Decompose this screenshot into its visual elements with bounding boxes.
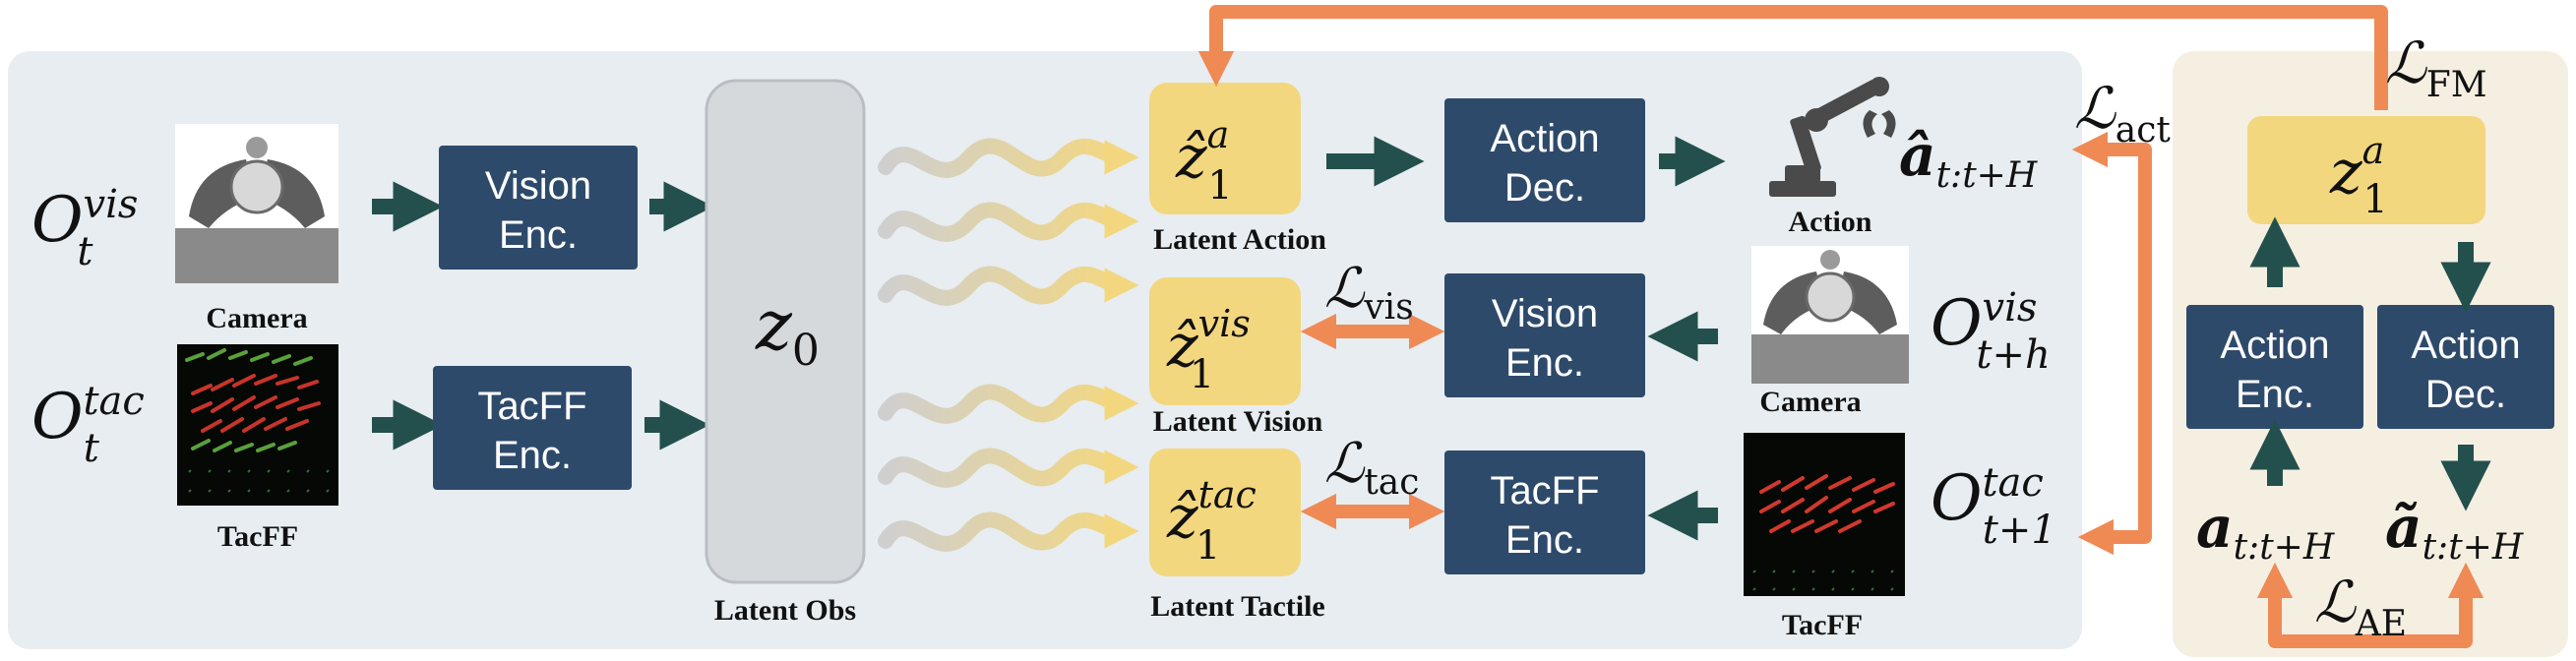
camera-image [175,124,338,283]
right-action-decoder-box: Action Dec. [2377,305,2554,429]
arrow-loss-fm [1197,5,2388,110]
tacff-image-future [1744,433,1905,596]
camera-image-future [1751,246,1909,384]
action-hat-label: ât:t+H [1899,122,2038,196]
loss-act-label: ℒact [2074,75,2171,150]
loss-tac-label: ℒtac [1324,432,1419,503]
svg-text:Action: Action [1490,117,1599,160]
latent-tactile-caption: Latent Tactile [1150,590,1325,623]
svg-text:Dec.: Dec. [2425,373,2506,416]
vision-encoder-box-future: Vision Enc. [1444,273,1645,397]
tacff-image [177,344,338,506]
tacff-caption-future: TacFF [1782,609,1863,641]
robot-arm-icon [1769,77,1896,197]
tacff-encoder-box-future: TacFF Enc. [1444,451,1645,574]
svg-text:Enc.: Enc. [499,213,578,257]
camera-caption-future: Camera [1759,386,1861,418]
svg-text:Dec.: Dec. [1504,166,1585,210]
tacff-caption: TacFF [217,520,298,553]
svg-text:ẑa1: ẑa1 [1175,113,1233,209]
latent-obs-box [705,79,866,584]
svg-text:Action: Action [2411,324,2520,367]
action-decoder-box: Action Dec. [1444,98,1645,222]
action-caption: Action [1789,206,1872,238]
loss-fm-label: ℒFM [2385,30,2487,105]
latent-obs-symbol: z0 [755,285,820,376]
svg-text:Enc.: Enc. [493,434,572,477]
arrow-loss-act [2071,131,2152,556]
vision-encoder-box: Vision Enc. [439,146,638,270]
svg-text:Enc.: Enc. [1505,341,1584,385]
latent-obs-caption: Latent Obs [714,594,856,627]
right-latent-box [2247,116,2485,224]
latent-vision-caption: Latent Vision [1153,405,1323,438]
svg-text:Action: Action [2220,324,2329,367]
latent-action-caption: Latent Action [1153,223,1326,256]
svg-text:Vision: Vision [1492,292,1598,335]
svg-text:TacFF: TacFF [1490,469,1599,512]
svg-text:Vision: Vision [485,164,591,208]
arrow-loss-ae [2256,562,2484,648]
right-action-encoder-box: Action Enc. [2186,305,2363,429]
svg-text:Enc.: Enc. [1505,518,1584,562]
loss-ae-label: ℒAE [2314,569,2407,644]
svg-text:Enc.: Enc. [2236,373,2314,416]
flow-waves [878,138,1139,552]
svg-text:TacFF: TacFF [477,385,586,428]
loss-vis-label: ℒvis [1324,257,1414,328]
right-a-label: at:t+H [2196,494,2335,568]
right-a-tilde-label: ãt:t+H [2385,494,2524,568]
tacff-encoder-box: TacFF Enc. [433,366,632,490]
camera-caption: Camera [206,302,307,334]
